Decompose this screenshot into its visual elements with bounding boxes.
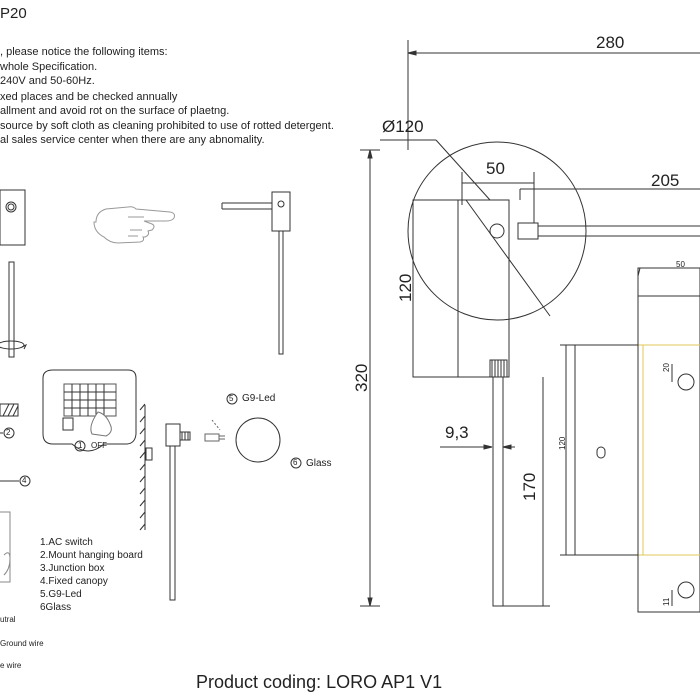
wire-live-label: e wire	[0, 661, 22, 670]
glass-label: Glass	[306, 458, 332, 469]
canopy-dimension-20: 20	[662, 363, 671, 372]
legend-item-5: 5.G9-Led	[40, 589, 82, 600]
glass-shade	[235, 417, 281, 463]
callout-6-label: 6	[293, 458, 298, 467]
legend-item-2: 2.Mount hanging board	[40, 550, 143, 561]
dimension-9-3: 9,3	[445, 423, 469, 442]
g9-led-bulb	[204, 419, 225, 442]
dimension-120: 120	[396, 273, 415, 302]
legend-item-4: 4.Fixed canopy	[40, 576, 108, 587]
product-coding: Product coding: LORO AP1 V1	[196, 672, 443, 692]
callout-1-label: 1	[78, 441, 83, 450]
canopy-dimension-11: 11	[662, 597, 671, 606]
dimension-50: 50	[486, 159, 505, 178]
canopy-plate-front	[0, 189, 26, 246]
wall-section	[139, 403, 153, 531]
wire-ground-label: Ground wire	[0, 639, 44, 648]
switch-panel	[42, 369, 137, 452]
wire-neutral-label: utral	[0, 615, 16, 624]
legend-item-1: 1.AC switch	[40, 537, 93, 548]
dimension-280: 280	[596, 33, 625, 52]
callout-4-label: 4	[22, 476, 27, 485]
lamp-socket-assembly	[165, 423, 191, 601]
callout-2-label: 2	[6, 428, 11, 437]
wall-hatch	[0, 403, 19, 417]
safety-note-1: , please notice the following items:	[0, 46, 168, 58]
hand-pointing-icon	[93, 206, 175, 244]
dimension-320: 320	[352, 363, 371, 392]
legend-item-3: 3.Junction box	[40, 563, 105, 574]
safety-note-7: al sales service center when there are a…	[0, 134, 265, 146]
legend-item-6: 6Glass	[40, 602, 72, 613]
callout-circle-1	[74, 440, 86, 452]
callout-circle-2	[3, 427, 15, 439]
callout-circle-6	[290, 457, 302, 469]
callout-5-label: 5	[229, 394, 234, 403]
safety-note-4: xed places and be checked annually	[0, 91, 178, 103]
canopy-detail-drawing	[560, 267, 700, 613]
safety-note-6: source by soft cloth as cleaning prohibi…	[0, 120, 334, 132]
canopy-dimension-120: 120	[558, 436, 567, 450]
canopy-dimension-50: 50	[676, 260, 685, 269]
rod-rotate	[0, 261, 28, 358]
g9-led-label: G9-Led	[242, 393, 276, 404]
glass-outline-top	[407, 141, 587, 321]
page-title-fragment: P20	[0, 5, 27, 22]
safety-note-2: whole Specification.	[0, 61, 98, 73]
safety-note-5: allment and avoid rot on the surface of …	[0, 105, 230, 117]
callout-circle-4	[19, 475, 31, 487]
callout-circle-5	[226, 393, 238, 405]
mounted-lamp-side	[221, 191, 291, 355]
dimension-170: 170	[520, 472, 539, 501]
dimension-diameter-120: Ø120	[382, 117, 424, 136]
dimension-205: 205	[651, 171, 680, 190]
safety-note-3: 240V and 50-60Hz.	[0, 75, 95, 87]
off-label: OFF	[91, 441, 107, 450]
